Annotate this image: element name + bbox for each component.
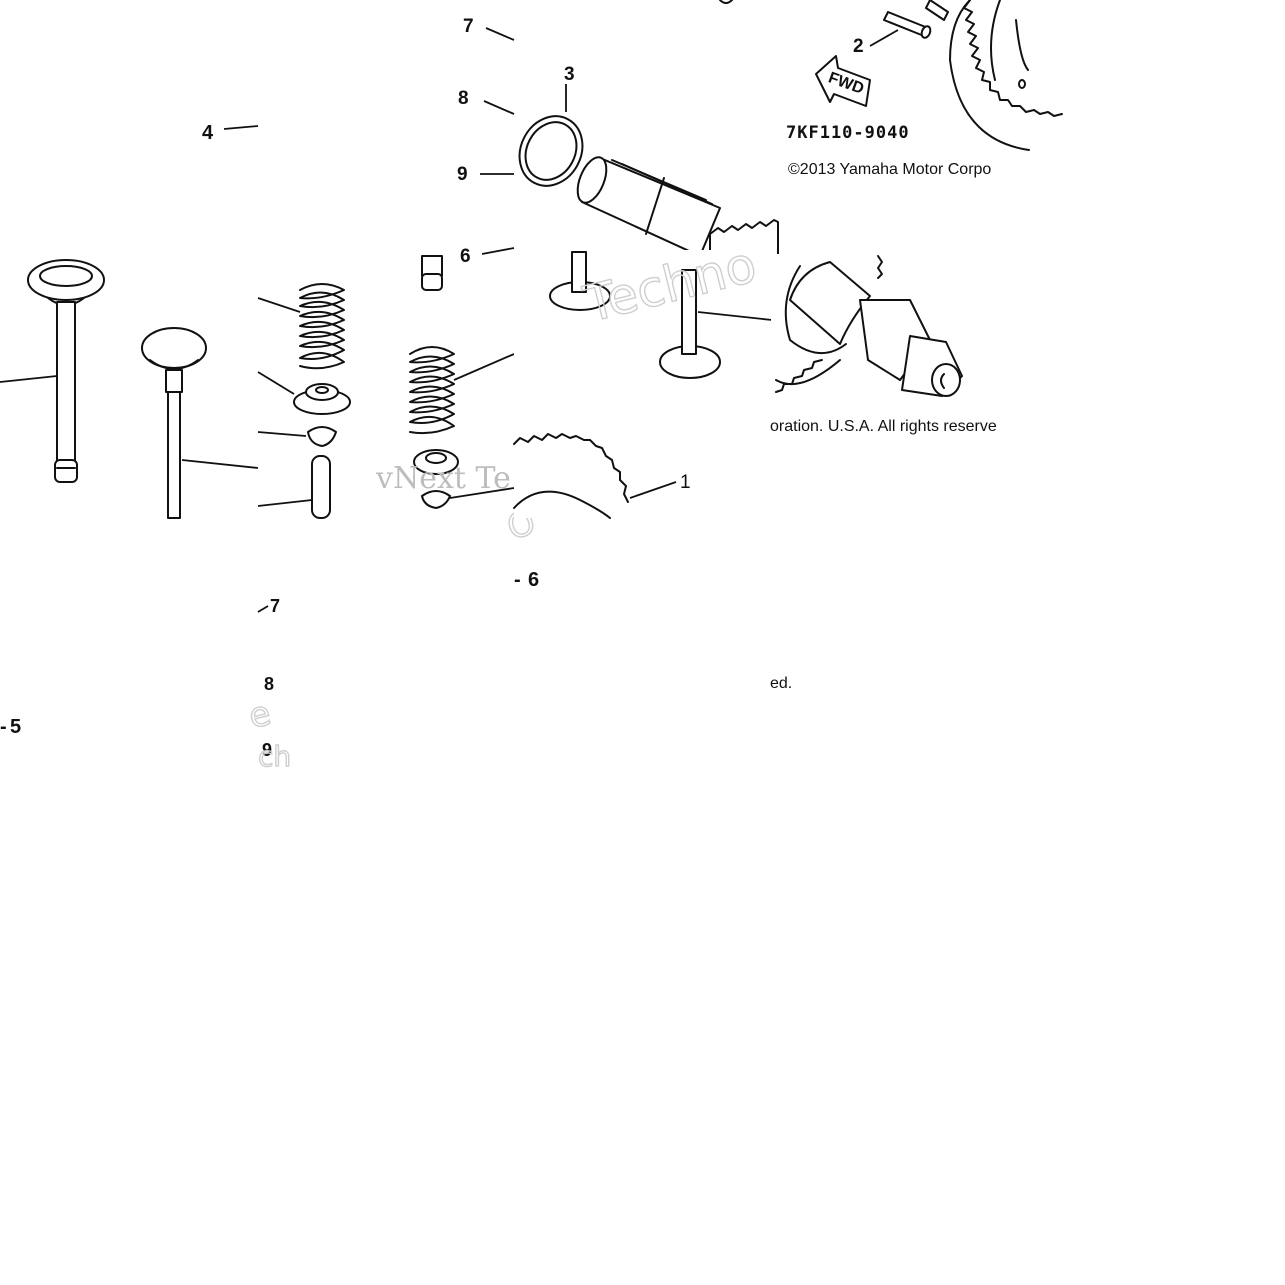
callout-1: 1 <box>680 472 691 493</box>
tile-left-valves: 4 - 5 <box>0 122 259 738</box>
diagram-code: 7KF110-9040 <box>786 123 910 143</box>
valve-cotter <box>257 426 337 447</box>
tile-top-right: 2 FWD 7KF110-9040 ©2013 Yamaha Motor Cor… <box>719 0 1063 200</box>
gear-teeth <box>709 219 779 257</box>
tile-center-valves: Techno <box>514 235 773 420</box>
callout-2: 2 <box>853 36 864 57</box>
intake-valve-2 <box>549 251 611 311</box>
callout-7-top: 7 <box>463 16 474 37</box>
exhaust-valve <box>141 327 207 519</box>
callout-9-top: 9 <box>457 164 468 185</box>
tile-camshaft-top: 3 7 8 9 6 <box>455 0 779 267</box>
camshaft-sleeve <box>576 156 721 257</box>
callout-3: 3 <box>564 64 575 85</box>
tile-bottom-callouts: 7 8 9 e ch <box>244 592 298 774</box>
tile-valve-springs: vNext Te O <box>257 254 541 549</box>
callout-8-top: 8 <box>458 88 469 109</box>
valve-guide <box>257 455 331 519</box>
valve-spring-retainer <box>257 371 351 415</box>
valve-spring-outer <box>257 283 345 370</box>
tile-sprocket: 1 <box>513 424 710 519</box>
cam-sprocket <box>513 433 629 519</box>
copyright-line-2: oration. U.S.A. All rights reserve <box>770 418 997 435</box>
valve-spring-inner <box>409 346 515 435</box>
copyright-line-3: ed. <box>770 675 792 692</box>
valve-stem-end <box>421 255 443 291</box>
callout-6-dash: - <box>514 569 521 591</box>
callout-7-bottom: 7 <box>270 596 280 616</box>
leader-line <box>0 375 58 383</box>
callout-5-dash: - <box>0 716 7 738</box>
o-ring <box>518 115 584 187</box>
camshaft-gear <box>925 0 1063 151</box>
leader-line-4 <box>223 125 259 130</box>
callout-6-top: 6 <box>460 246 471 267</box>
watermark-text: vNext Te <box>375 461 511 496</box>
callout-8-bottom: 8 <box>264 674 274 694</box>
exhaust-valve-2 <box>659 269 721 379</box>
fwd-arrow: FWD <box>815 55 871 107</box>
intake-valve <box>27 259 105 483</box>
callout-4: 4 <box>202 122 214 144</box>
valve-spring-retainer-2 <box>413 449 515 509</box>
callout-fragment <box>719 0 733 4</box>
callout-9-bottom: 9 <box>262 740 272 760</box>
dowel-pin <box>883 11 932 39</box>
copyright-line-1: ©2013 Yamaha Motor Corpo <box>788 161 991 178</box>
tile-camshaft-right: oration. U.S.A. All rights reserve <box>770 254 1029 444</box>
leader-line <box>181 459 259 469</box>
callout-6-bottom: 6 <box>528 569 539 591</box>
watermark-fragment-3: ch <box>258 740 291 773</box>
camshaft <box>775 255 963 397</box>
callout-5: 5 <box>10 716 21 738</box>
